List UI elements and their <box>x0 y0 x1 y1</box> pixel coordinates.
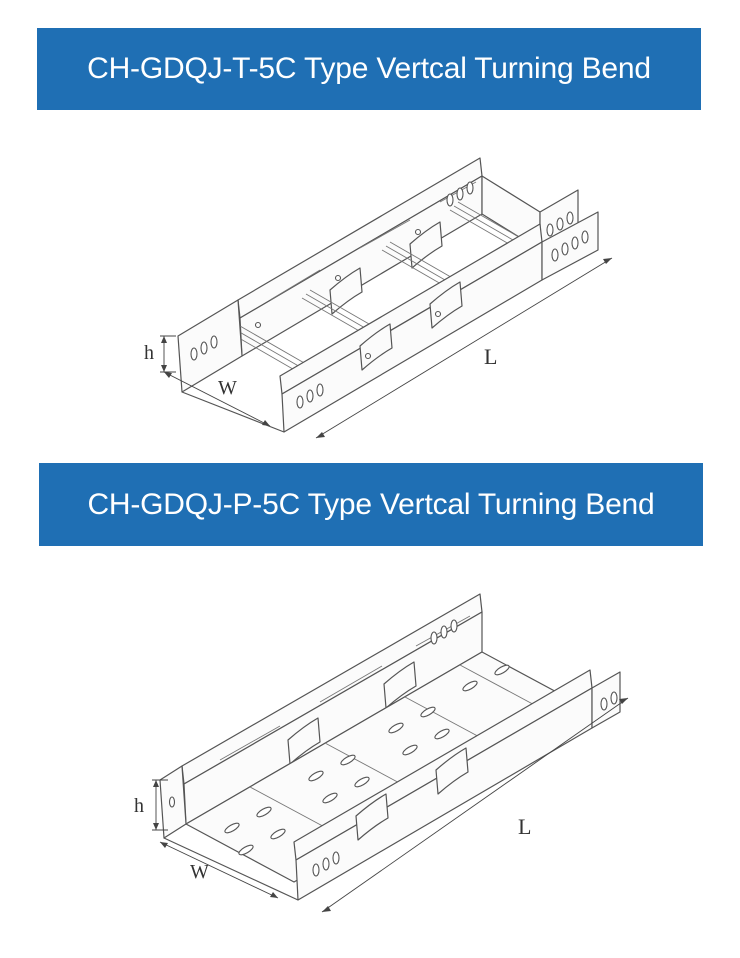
front-side-rail <box>279 211 599 433</box>
title-banner-t-type: CH-GDQJ-T-5C Type Vertcal Turning Bend <box>37 28 701 110</box>
dim-label-l: L <box>518 814 531 839</box>
ladder-rungs <box>231 201 525 373</box>
dim-label-h: h <box>144 342 154 364</box>
title-banner-p-type: CH-GDQJ-P-5C Type Vertcal Turning Bend <box>39 463 703 546</box>
near-end-panel <box>159 765 299 901</box>
dimension-h <box>152 779 168 831</box>
banner-title: CH-GDQJ-T-5C Type Vertcal Turning Bend <box>87 52 651 85</box>
dim-label-h: h <box>134 795 144 817</box>
dimension-w <box>163 371 271 427</box>
dimension-l <box>321 697 629 913</box>
back-side-rail <box>237 157 483 357</box>
dim-label-l: L <box>484 344 497 369</box>
dimension-w <box>159 841 279 899</box>
dimension-h <box>160 335 176 373</box>
dim-label-w: W <box>190 861 209 883</box>
diagram-t-type-ladder: h W L <box>144 157 613 439</box>
dimension-l <box>315 257 613 439</box>
banner-title: CH-GDQJ-P-5C Type Vertcal Turning Bend <box>87 487 655 521</box>
front-side-rail <box>293 669 621 901</box>
diagram-p-type-tray: h W L <box>134 593 629 913</box>
dim-label-w: W <box>218 377 237 399</box>
